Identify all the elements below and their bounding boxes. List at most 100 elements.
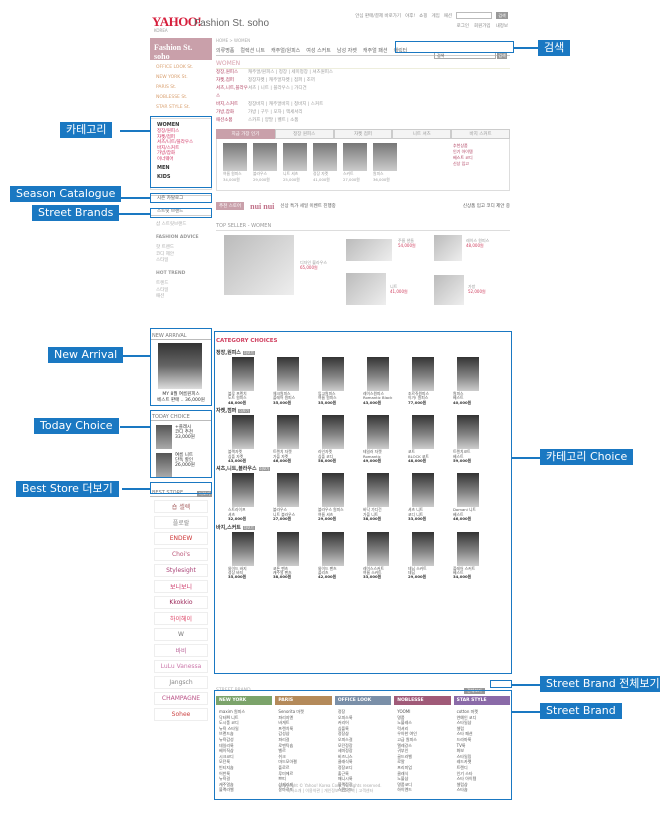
top-seller-item[interactable] xyxy=(346,239,392,261)
street-brand-link[interactable]: 모던정장 xyxy=(337,742,353,748)
street-brand-link[interactable]: 마드모아젤 xyxy=(278,759,297,765)
street-brand-link[interactable]: 비즈니스 xyxy=(337,753,353,759)
toplink[interactable]: 게임 xyxy=(431,13,440,19)
advice-item[interactable]: 핫 트렌드 xyxy=(156,245,174,250)
top-seller-item[interactable] xyxy=(346,273,386,305)
street-brand-link[interactable]: 매니시룩 xyxy=(337,776,353,782)
top-search-button[interactable]: 검색 xyxy=(496,12,508,19)
best-store-logo[interactable]: Jangsch xyxy=(154,676,208,689)
street-brand-link[interactable]: 로맨틱숍 xyxy=(278,742,294,748)
tab-4[interactable]: 바지 스커트 xyxy=(451,129,510,139)
street-brand-link[interactable]: 로얄 xyxy=(397,759,405,765)
street-brand-link[interactable]: 뉴욕감성 xyxy=(219,736,234,742)
street-brand-column-header[interactable]: OFFICE LOOK xyxy=(334,696,392,705)
tab-side-link[interactable]: 인기 아이템 xyxy=(453,149,473,154)
women-category-key[interactable]: 가방,잡화 xyxy=(216,110,234,115)
street-brand-link[interactable]: 출근룩 xyxy=(337,770,349,776)
street-brand-link[interactable]: 노블레스 xyxy=(397,720,412,726)
street-brand-link[interactable]: 뉴욕걸 xyxy=(219,776,231,782)
street-brand-link[interactable]: 바게트 xyxy=(278,720,290,726)
category-item[interactable]: 가방/잡화 xyxy=(157,151,176,156)
street-brand-link[interactable]: 정장코디 xyxy=(337,764,353,770)
category-item[interactable]: 셔츠/니트/블라우스 xyxy=(157,140,194,145)
street-brand-link[interactable]: 모던룩 xyxy=(219,759,231,765)
women-category-key[interactable]: 패션소품 xyxy=(216,118,233,123)
best-store-logo[interactable]: Kkokkio xyxy=(154,596,208,609)
street-brand-link[interactable]: 감성샵 xyxy=(278,731,290,737)
women-category-key[interactable]: 자켓,점퍼 xyxy=(216,78,234,83)
street-brand-link[interactable]: 우아한 여인 xyxy=(397,731,417,737)
top-seller-item[interactable]: 주름 샌들 54,000원 xyxy=(398,238,416,248)
women-category-values[interactable]: 셔츠 | 니트 | 블라우스 | 가디건 xyxy=(248,86,307,91)
street-brand-link[interactable]: 프리미엄 xyxy=(397,764,412,770)
best-store-logo[interactable]: Sohee xyxy=(154,708,208,721)
toplink[interactable]: 패션 xyxy=(443,13,452,19)
street-brand-link[interactable]: 레드카펫 xyxy=(456,759,472,765)
street-brand-link[interactable]: 스타 패션 xyxy=(456,731,473,737)
toplink[interactable]: 쇼핑 xyxy=(419,13,428,19)
street-brand-column-header[interactable]: NEW YORK xyxy=(216,696,273,705)
best-store-logo[interactable]: 바비 xyxy=(154,644,208,657)
toplink[interactable]: 야후! xyxy=(405,13,416,19)
main-nav-item[interactable]: 여성 스커트 xyxy=(306,48,331,54)
women-category-values[interactable]: 스카프 | 양말 | 벨트 | 소품 xyxy=(248,118,299,123)
advice-item[interactable]: 스타일 xyxy=(156,258,169,263)
street-brand-link[interactable]: 빈티지숍 xyxy=(219,764,234,770)
street-brand-link[interactable]: 플로르 xyxy=(278,764,290,770)
promo-text-2[interactable]: 신상품 입고 코디 제안 중 xyxy=(462,204,510,209)
street-brand-link[interactable]: 브랜드숍 xyxy=(219,731,234,737)
category-group-more-button[interactable]: 더보기 xyxy=(242,351,255,355)
street-brand-link[interactable]: 정장샵 xyxy=(337,731,349,737)
tab-side-link[interactable]: 신상 입고 xyxy=(453,161,469,166)
category-group-name[interactable]: 정장,원피스 xyxy=(216,350,241,356)
main-nav-item[interactable]: 캐릭터 xyxy=(393,48,408,54)
toplink[interactable]: 안심 판매/결제 바로가기 xyxy=(355,13,402,19)
street-nav-item[interactable]: NEW YORK St. xyxy=(156,75,188,80)
street-nav-item[interactable]: NOBLESSE St. xyxy=(156,95,188,100)
best-store-logo[interactable]: CHAMPAGNE xyxy=(154,692,208,705)
hot-item[interactable]: 패션 xyxy=(156,294,165,299)
street-brand-link[interactable]: 인기 스타 xyxy=(456,770,473,776)
tab-1[interactable]: 정장 원피스 xyxy=(274,129,334,139)
street-brand-column-header[interactable]: NOBLESSE xyxy=(394,696,451,705)
street-brand-link[interactable]: 세미정장 xyxy=(337,748,353,754)
top-seller-item[interactable]: 가방 52,000원 xyxy=(468,284,486,294)
best-store-logo[interactable]: Choi's xyxy=(154,548,208,561)
street-brand-link[interactable]: 블랙정장 xyxy=(337,781,353,787)
street-brand-column-header[interactable]: PARIS xyxy=(275,696,332,705)
signup-link[interactable]: 회원가입 xyxy=(474,24,491,29)
street-brand-link[interactable]: 화보 xyxy=(456,748,464,754)
street-brand-link[interactable]: 골드라벨 xyxy=(397,753,412,759)
women-category-key[interactable]: 정장,원피스 xyxy=(216,70,239,75)
top-seller-item[interactable] xyxy=(224,235,294,295)
category-kids[interactable]: KIDS xyxy=(157,174,171,180)
category-group-more-button[interactable]: 더보기 xyxy=(258,467,271,472)
top-seller-item[interactable] xyxy=(434,235,462,261)
street-brand-link[interactable]: 시크코디 xyxy=(219,753,234,759)
street-nav-item[interactable]: STAR STYLE St. xyxy=(156,105,191,110)
category-women[interactable]: WOMEN xyxy=(157,122,180,128)
street-brand-column-header[interactable]: STAR STYLE xyxy=(453,696,511,705)
street-brand-link[interactable]: Senorita 마켓 xyxy=(278,709,304,714)
street-brand-link[interactable]: 셀럽샵 xyxy=(456,781,468,787)
top-seller-item[interactable]: 니트 41,000원 xyxy=(390,284,408,294)
new-arrival-image[interactable] xyxy=(158,343,202,389)
category-group-more-button[interactable]: 더보기 xyxy=(238,409,250,414)
street-brand-link[interactable]: 쁘띠 xyxy=(278,776,286,782)
top-seller-item[interactable]: 레이스 원피스 48,000원 xyxy=(466,238,489,248)
street-nav-item[interactable]: PARIS St. xyxy=(156,85,177,90)
street-brand-link[interactable]: 스타일샵 xyxy=(456,720,472,726)
category-group-name[interactable]: 자켓,점퍼 xyxy=(216,408,237,415)
